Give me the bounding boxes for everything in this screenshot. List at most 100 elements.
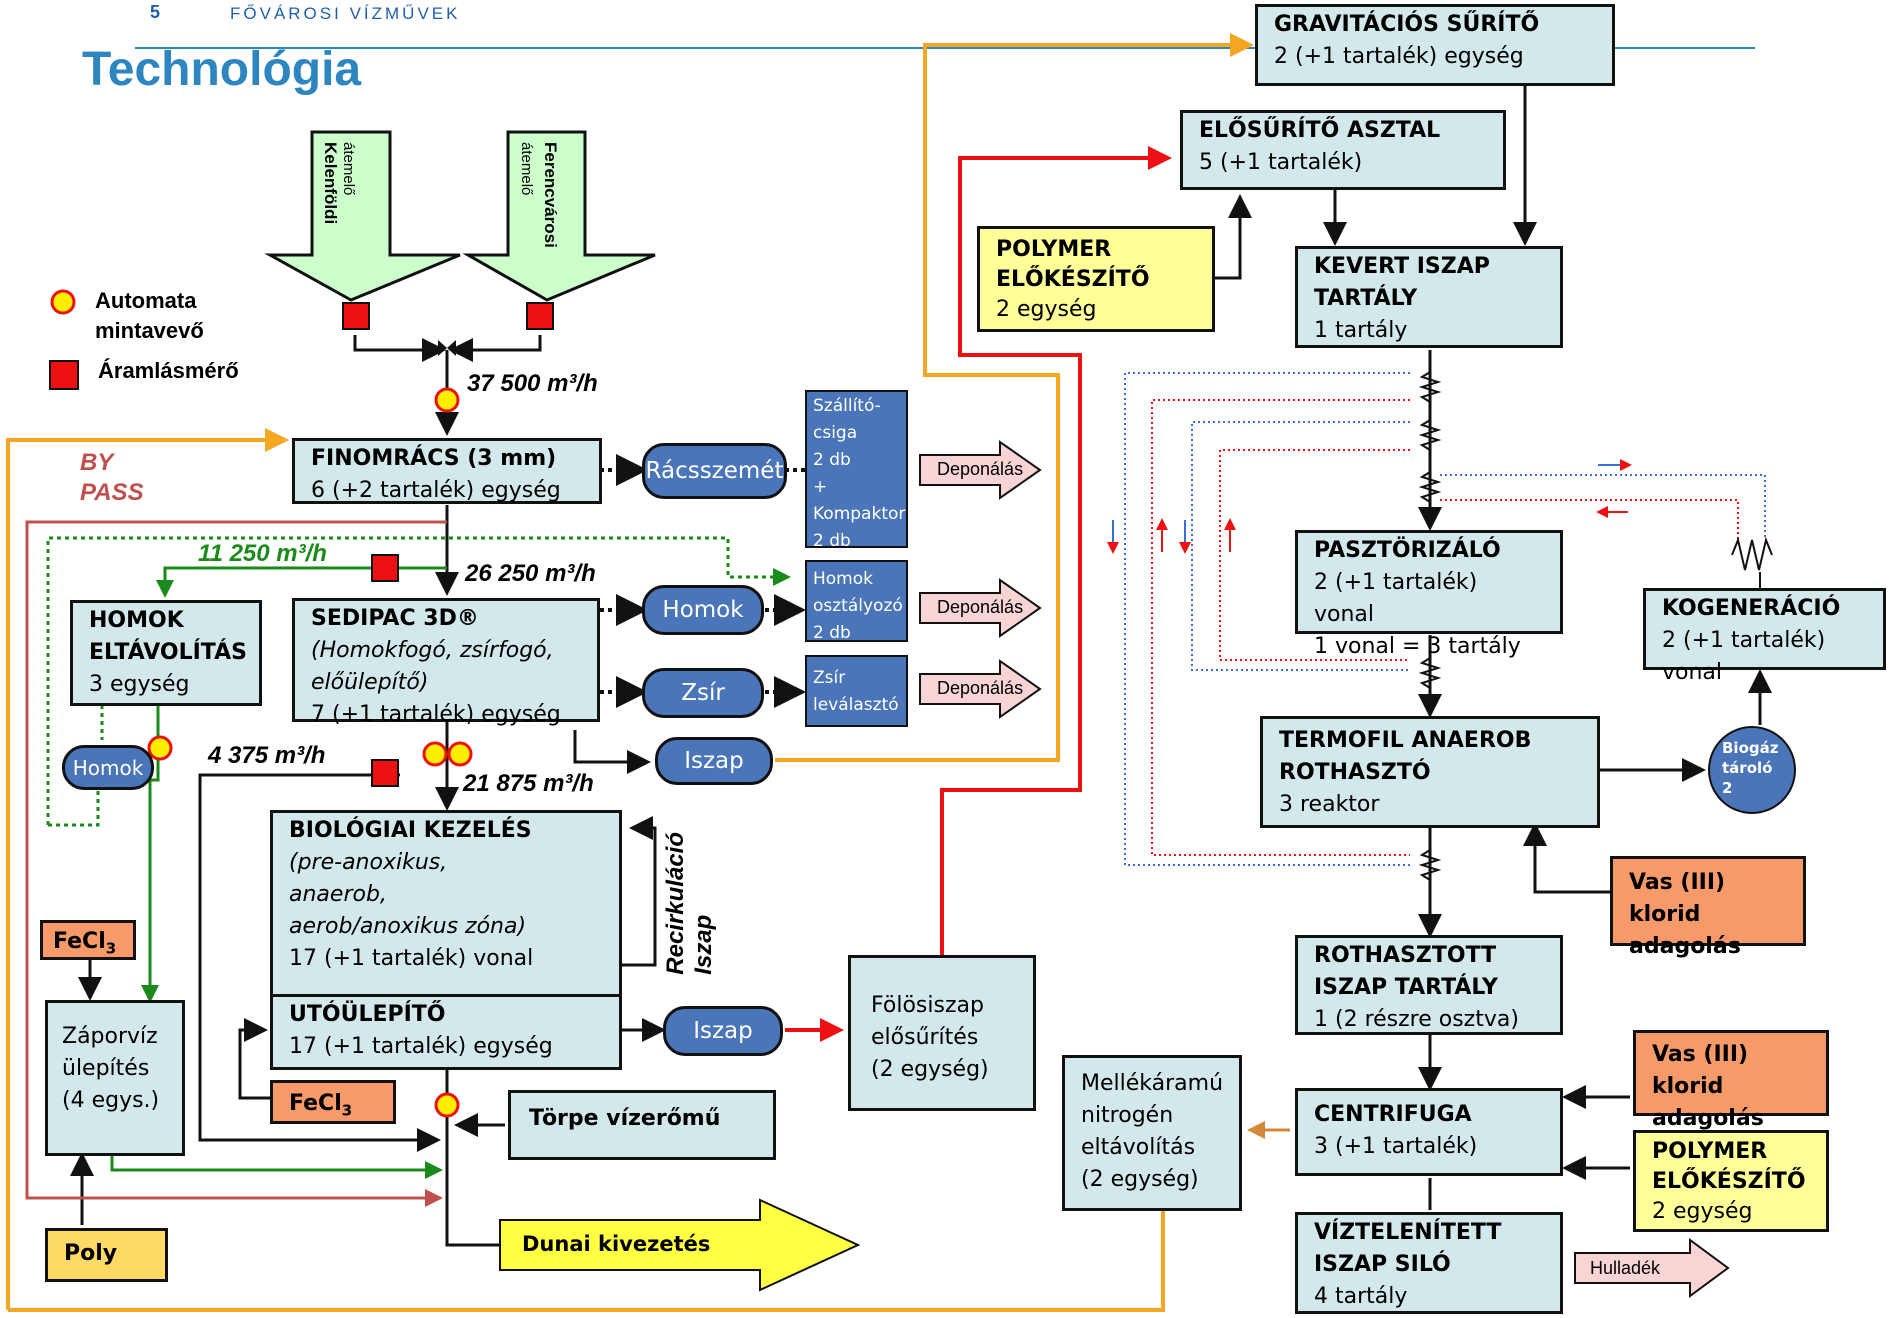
szallito-l1: Szállító- [813,396,881,416]
vas2-box: Vas (III) klorid adagolás [1633,1030,1829,1131]
utoulepito-sub: 17 (+1 tartalék) egység [289,1034,553,1059]
kevert-box: KEVERT ISZAP TARTÁLY 1 tartály [1295,246,1563,348]
org-name: FŐVÁROSI VÍZMŰVEK [230,4,461,23]
viztelenitett-box: VÍZTELENÍTETT ISZAP SILÓ 4 tartály [1295,1212,1563,1314]
kogen-sub: 2 (+1 tartalék) vonal [1662,628,1826,685]
oval-homok: Homok [642,585,764,635]
szallito-box: Szállító- csiga 2 db + Kompaktor 2 db [805,390,908,551]
mellekaramu-box: Mellékáramú nitrogén eltávolítás (2 egys… [1062,1055,1242,1211]
oval-homok-small: Homok [62,745,154,790]
paszt-title: PASZTÖRIZÁLÓ [1314,538,1501,563]
zapor-l1: Záporvíz [62,1024,158,1049]
deponalas-3: Deponálás [937,678,1024,698]
poly-label: Poly [64,1241,118,1266]
kogen-title: KOGENERÁCIÓ [1662,596,1841,621]
biogaz-l3: 2 [1722,779,1733,797]
flow-21875: 21 875 m³/h [463,770,594,797]
ferencvaros-sub: átemelő [518,142,535,196]
fol-l1: Fölösiszap [871,993,984,1018]
ferencvaros-label: Ferencvárosi [541,142,560,248]
zsirlevalaszto-box: Zsír leválasztó [805,655,908,727]
fecl3-box-2: FeCl3 [270,1080,396,1124]
elosurito-sub: 5 (+1 tartalék) [1199,150,1363,175]
legend-flowmeter: Áramlásmérő [98,358,239,383]
pasztorizalo-box: PASZTÖRIZÁLÓ 2 (+1 tartalék) vonal 1 von… [1295,530,1563,659]
bio-sub: 17 (+1 tartalék) vonal [289,946,534,971]
polymer1-t1: POLYMER [996,237,1112,262]
recirc-l1: Iszap [690,914,717,975]
sedipac-desc: (Homokfogó, zsírfogó, előülepítő) [311,638,554,695]
finomracs-title: FINOMRÁCS (3 mm) [311,446,557,471]
elosurito-box: ELŐSŰRÍTŐ ASZTAL 5 (+1 tartalék) [1180,110,1506,190]
bio-d3: aerob/anoxikus zóna) [289,914,527,939]
sedipac-sub: 7 (+1 tartalék) egység [311,702,561,727]
zapor-l3: (4 egys.) [62,1088,160,1113]
mellek-l4: (2 egység) [1081,1167,1199,1192]
bio-d2: anaerob, [289,882,387,907]
sedipac-box: SEDIPAC 3D® (Homokfogó, zsírfogó, előüle… [292,598,600,727]
kevert-t1: KEVERT ISZAP [1314,254,1490,279]
deponalas-1: Deponálás [937,459,1024,479]
kelenfold-sub: átemelő [340,142,357,196]
homokoszt-l3: 2 db [813,623,851,643]
viztelen-t2: ISZAP SILÓ [1314,1252,1451,1277]
bypass-line2: PASS [80,479,144,506]
homok-elt-title1: HOMOK [89,608,184,633]
bypass-label: BY PASS [80,448,144,508]
gravitacios-box: GRAVITÁCIÓS SŰRÍTŐ 2 (+1 tartalék) egysé… [1255,4,1615,86]
fecl3-label-2: FeCl [289,1091,342,1116]
page-number: 5 [150,2,161,22]
oval-iszap-2: Iszap [663,1006,783,1056]
szallito-l4: + [813,477,828,497]
rothasztott-sub: 1 (2 részre osztva) [1314,1007,1519,1032]
termofil-sub: 3 reaktor [1279,792,1380,817]
centrifuga-sub: 3 (+1 tartalék) [1314,1134,1478,1159]
gravit-title: GRAVITÁCIÓS SŰRÍTŐ [1274,12,1540,37]
kogeneracio-box: KOGENERÁCIÓ 2 (+1 tartalék) vonal [1643,588,1886,685]
kelenfold-bold: Kelenföldi [321,142,340,225]
zapor-l2: ülepítés [62,1056,150,1081]
vas1-l2: adagolás [1629,934,1741,959]
zsirlev-l2: leválasztó [813,695,899,715]
page-title: Technológia [82,43,362,96]
polymer1-box: POLYMER ELŐKÉSZÍTŐ 2 egység [977,226,1215,332]
hulladek-label: Hulladék [1590,1258,1661,1278]
szallito-l5: Kompaktor [813,504,906,524]
polymer2-box: POLYMER ELŐKÉSZÍTŐ 2 egység [1633,1130,1829,1232]
biogaz-l1: Biogáz [1722,739,1779,757]
fecl3-sub-2: 3 [341,1101,353,1120]
finomracs-sub: 6 (+2 tartalék) egység [311,478,561,503]
centrifuga-title: CENTRIFUGA [1314,1102,1472,1127]
szallito-l2: csiga [813,423,858,443]
folosiszap-box: Fölösiszap elősűrítés (2 egység) [848,955,1036,1111]
fecl3-sub-1: 3 [105,939,117,958]
termofil-t2: ROTHASZTÓ [1279,760,1431,785]
poly-box: Poly [45,1228,168,1282]
termofil-box: TERMOFIL ANAEROB ROTHASZTÓ 3 reaktor [1260,716,1600,828]
homokoszt-l1: Homok [813,569,873,589]
rothasztott-t2: ISZAP TARTÁLY [1314,975,1498,1000]
homokosztalyozo-box: Homok osztályozó 2 db [805,560,908,643]
gravit-sub: 2 (+1 tartalék) egység [1274,44,1524,69]
viztelen-t1: VÍZTELENÍTETT [1314,1220,1502,1245]
biogaz-label: Biogáz tároló 2 [1722,738,1778,798]
vas1-l1: Vas (III) klorid [1629,870,1726,927]
elosurito-title: ELŐSŰRÍTŐ ASZTAL [1199,118,1441,143]
szallito-l6: 2 db [813,531,851,551]
homok-elt-title2: ELTÁVOLÍTÁS [89,640,247,665]
termofil-t1: TERMOFIL ANAEROB [1279,728,1532,753]
recirc-label: Recirkuláció Iszap [662,832,718,975]
viztelen-sub: 4 tartály [1314,1284,1408,1309]
recirc-l2: Recirkuláció [662,832,689,975]
paszt-s2: 1 vonal = 3 tartály [1314,634,1521,659]
rothasztott-box: ROTHASZTOTT ISZAP TARTÁLY 1 (2 részre os… [1295,935,1563,1035]
paszt-s1: 2 (+1 tartalék) vonal [1314,570,1478,627]
fol-l2: elősűrítés [871,1025,979,1050]
torpe-label: Törpe vízerőmű [529,1106,721,1131]
utoulepito-title: UTÓÜLEPÍTŐ [289,1002,446,1027]
biogaz-l2: tároló [1722,759,1773,777]
rothasztott-t1: ROTHASZTOTT [1314,943,1497,968]
flow-26250: 26 250 m³/h [465,560,596,587]
flow-4375: 4 375 m³/h [208,742,326,769]
